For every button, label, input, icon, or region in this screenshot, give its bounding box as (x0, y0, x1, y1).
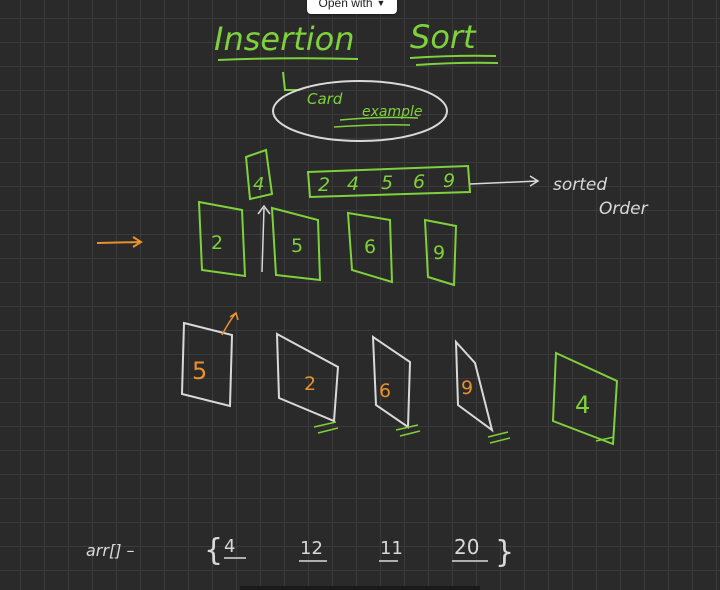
bottom-card-value: 9 (461, 377, 473, 399)
top-row-cards: 2 5 6 9 (197, 200, 458, 287)
insert-arrow (257, 204, 271, 273)
example-label: example (362, 104, 423, 120)
chevron-down-icon: ▼ (376, 0, 386, 8)
sorted-value: 6 (413, 171, 425, 193)
array-value: 11 (380, 538, 403, 559)
top-card-shape (346, 211, 394, 284)
title-arrow (282, 71, 300, 91)
sorted-label: sorted (553, 175, 607, 195)
bottom-card-value: 5 (192, 357, 207, 385)
title-underline-3 (415, 61, 499, 66)
bottom-extra-card-shape (551, 351, 619, 446)
sorted-sequence: 2 4 5 6 9 sorted Order (306, 164, 649, 219)
top-card-shape (423, 218, 458, 287)
array-close-brace: } (495, 535, 514, 570)
array-value: 4 (224, 536, 235, 557)
example-underline (333, 116, 419, 128)
sorted-value: 5 (381, 172, 393, 194)
bottom-card-value: 6 (379, 380, 391, 402)
top-card-value: 9 (433, 242, 445, 264)
open-with-label: Open with (318, 0, 373, 10)
card-example-ellipse (272, 80, 448, 142)
title: Insertion Sort (214, 18, 499, 66)
card-example-bubble: Card example (272, 80, 448, 142)
sorted-sequence-box (306, 164, 472, 199)
sorted-value: 4 (347, 173, 359, 195)
bottom-scrollbar[interactable] (240, 586, 480, 590)
lifted-card: 4 (244, 148, 274, 273)
top-card-shape (197, 200, 247, 278)
order-label: Order (599, 199, 649, 219)
sorted-value: 9 (443, 170, 455, 192)
title-underline-1 (217, 57, 359, 61)
lifted-card-value: 4 (253, 174, 264, 195)
array-line: arr[] – { 4 12 11 20 } (86, 533, 514, 570)
top-card-shape (270, 206, 322, 282)
bottom-card-shape (180, 321, 234, 408)
sorted-value: 2 (318, 174, 330, 196)
card-strike (313, 421, 339, 434)
title-word-insertion: Insertion (214, 20, 355, 58)
open-with-button[interactable]: Open with ▼ (307, 0, 397, 14)
title-word-sort: Sort (410, 18, 477, 56)
array-prefix: arr[] – (86, 541, 135, 560)
card-label: Card (307, 90, 343, 108)
move-arrow (221, 311, 239, 336)
bottom-card-shape (454, 339, 494, 433)
bottom-card-shape (275, 332, 340, 423)
card-strike (595, 436, 615, 442)
lifted-card-shape (244, 148, 274, 201)
title-underline-2 (409, 54, 497, 59)
array-value: 12 (300, 538, 323, 559)
array-value: 20 (454, 535, 479, 559)
card-strike (487, 431, 511, 444)
top-card-value: 6 (364, 236, 376, 258)
top-card-value: 2 (211, 232, 223, 254)
sorted-arrow (469, 175, 540, 187)
bottom-extra-card-value: 4 (575, 391, 590, 419)
bottom-card-value: 2 (304, 373, 316, 395)
pointer-arrow (96, 236, 143, 248)
card-strike (395, 424, 421, 437)
top-card-value: 5 (291, 235, 303, 257)
bottom-row-cards: 5 2 6 9 4 (180, 311, 619, 446)
array-open-brace: { (204, 533, 223, 568)
